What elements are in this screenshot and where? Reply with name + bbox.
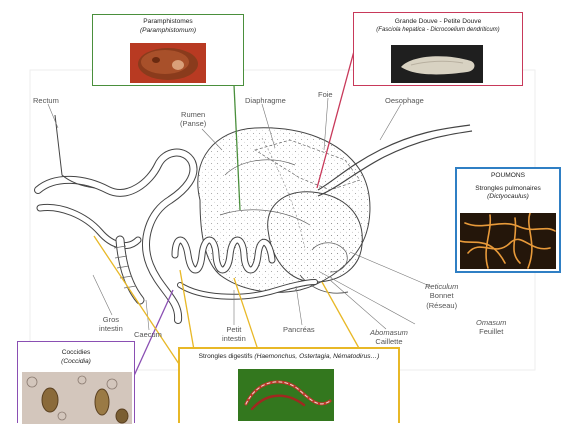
strongles-title: Strongles digestifs: [199, 353, 255, 360]
douves-title: Grande Douve - Petite Douve: [354, 18, 522, 27]
strongles-photo: [238, 369, 334, 421]
poumons-title: Strongles pulmonaires: [457, 185, 559, 194]
label-large-intestine-1: Gros: [99, 315, 123, 324]
strongles-box: Strongles digestifs (Haemonchus, Osterta…: [178, 347, 400, 423]
label-rumen-alt: (Panse): [180, 119, 206, 128]
strongles-species: (Haemonchus, Ostertagia, Nématodirus…): [254, 353, 379, 360]
label-abomasum-fr: Caillette: [370, 337, 408, 346]
douves-photo: [391, 45, 483, 83]
label-small-intestine: Petit intestin: [222, 325, 246, 344]
coccidies-box: Coccidies (Coccidia): [17, 341, 135, 423]
coccidies-photo: [22, 372, 132, 424]
paramphistomes-species: (Paramphistomum): [93, 27, 243, 36]
poumons-box: POUMONS Strongles pulmonaires (Dictyocau…: [455, 167, 561, 273]
label-omasum-fr: Feuillet: [476, 327, 506, 336]
label-liver: Foie: [318, 90, 333, 99]
paramphistomes-title: Paramphistomes: [93, 18, 243, 27]
label-large-intestine: Gros intestin: [99, 315, 123, 334]
douves-species: (Fasciola hepatica - Dicrocoelium dendri…: [354, 27, 522, 35]
label-rumen: Rumen (Panse): [180, 110, 206, 129]
label-reticulum: Reticulum Bonnet (Réseau): [425, 282, 458, 310]
label-abomasum-latin: Abomasum: [370, 328, 408, 337]
label-diaphragm: Diaphragme: [245, 96, 286, 105]
douves-box: Grande Douve - Petite Douve (Fasciola he…: [353, 12, 523, 86]
label-rectum: Rectum: [33, 96, 59, 105]
label-large-intestine-2: intestin: [99, 324, 123, 333]
label-reticulum-latin: Reticulum: [425, 282, 458, 291]
poumons-header: POUMONS: [457, 172, 559, 181]
poumons-photo: [460, 213, 556, 269]
paramphistomes-box: Paramphistomes (Paramphistomum): [92, 14, 244, 86]
label-abomasum: Abomasum Caillette: [370, 328, 408, 347]
poumons-species: (Dictyocaulus): [457, 193, 559, 202]
label-reticulum-alt: (Réseau): [425, 301, 458, 310]
label-caecum: Caecum: [134, 330, 162, 339]
coccidies-title: Coccidies: [18, 349, 134, 358]
label-esophagus: Oesophage: [385, 96, 424, 105]
label-omasum: Omasum Feuillet: [476, 318, 506, 337]
label-omasum-latin: Omasum: [476, 318, 506, 327]
coccidies-species: (Coccidia): [18, 358, 134, 367]
strongles-label: Strongles digestifs (Haemonchus, Osterta…: [180, 353, 398, 362]
label-small-intestine-2: intestin: [222, 334, 246, 343]
paramphistomes-photo: [130, 43, 206, 83]
label-small-intestine-1: Petit: [222, 325, 246, 334]
label-pancreas: Pancréas: [283, 325, 315, 334]
label-rumen-name: Rumen: [180, 110, 206, 119]
label-reticulum-fr: Bonnet: [425, 291, 458, 300]
